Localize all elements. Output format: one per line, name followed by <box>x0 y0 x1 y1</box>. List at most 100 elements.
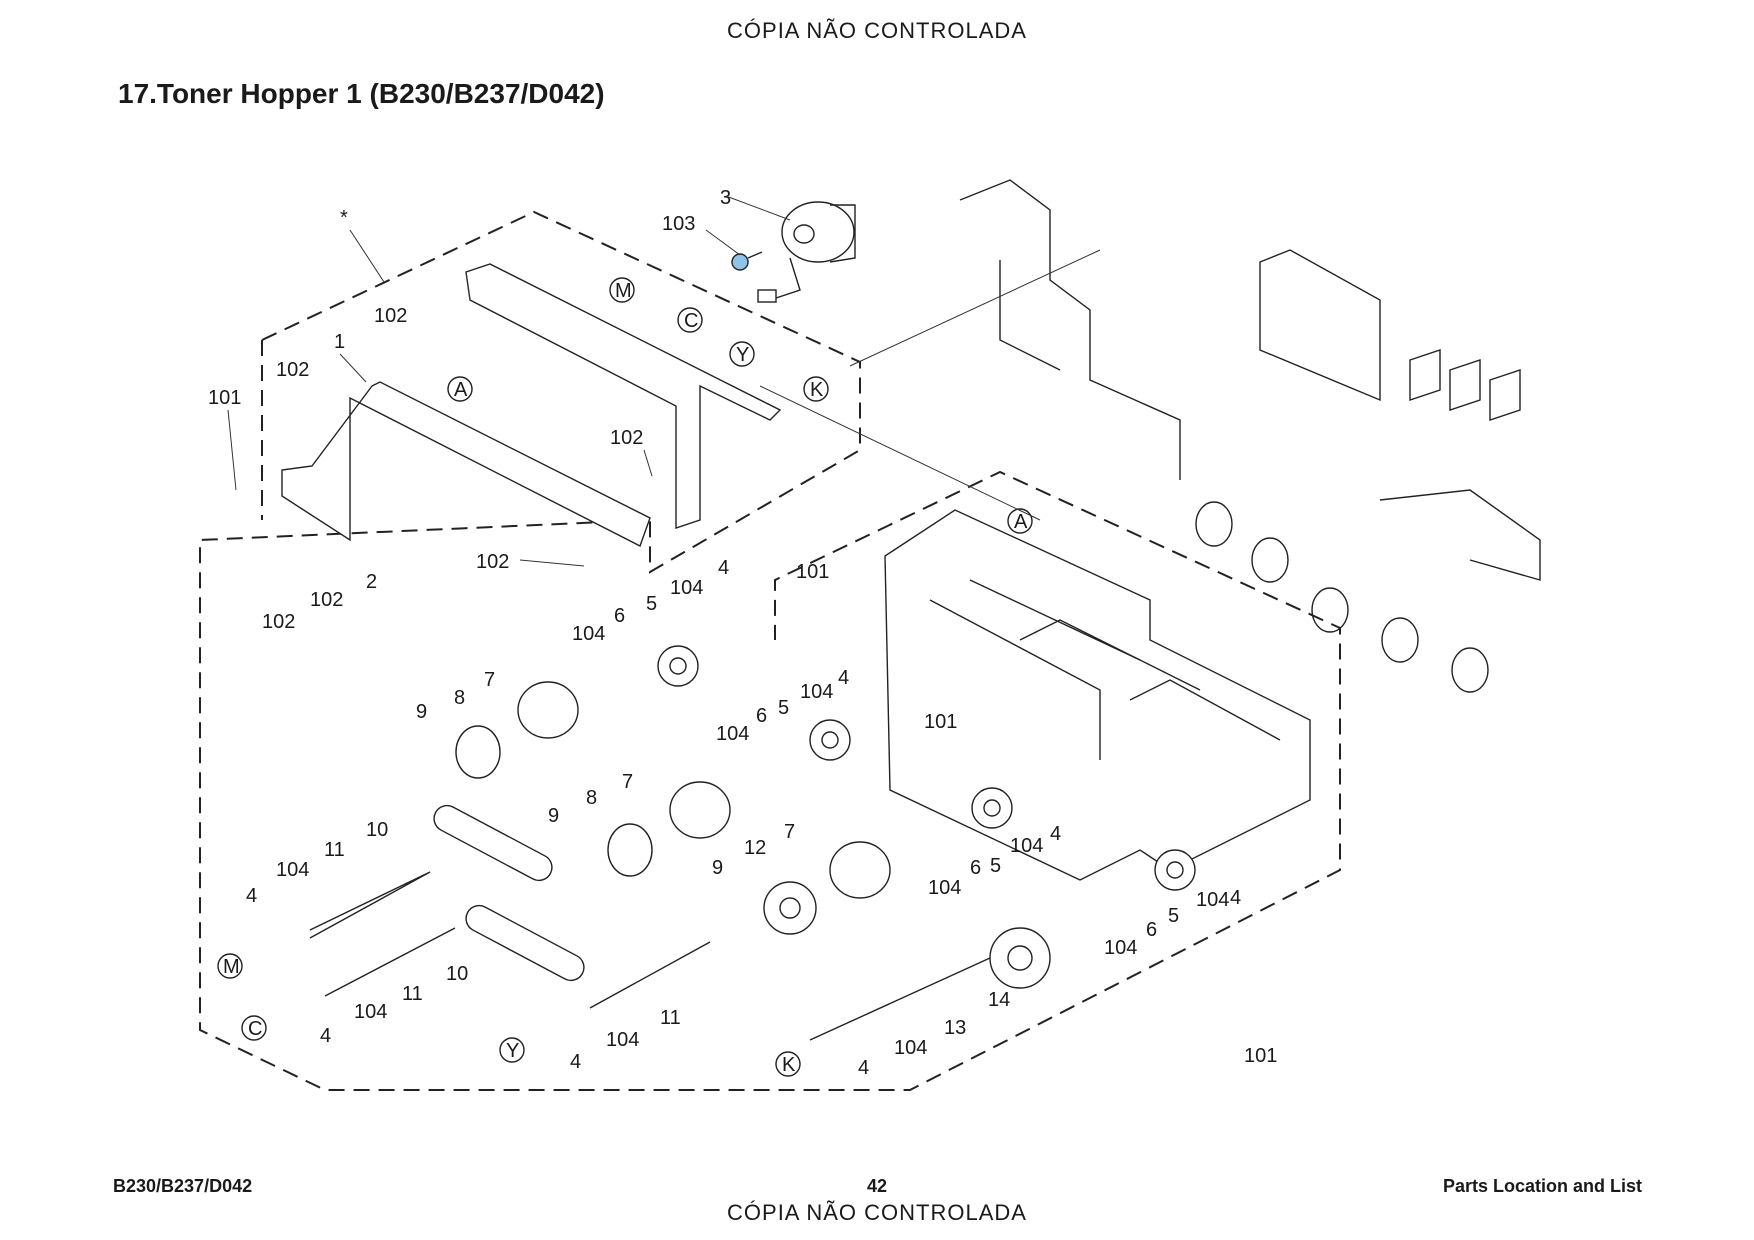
circled-letter-Y-bottom: Y <box>499 1037 525 1063</box>
svg-text:4: 4 <box>570 1051 581 1073</box>
svg-text:101: 101 <box>924 711 957 733</box>
svg-text:2: 2 <box>366 571 377 593</box>
svg-text:101: 101 <box>208 387 241 409</box>
assembly-boundary-left <box>199 210 1341 1091</box>
svg-text:11: 11 <box>324 839 345 861</box>
circled-letter-M-top: M <box>609 277 635 303</box>
svg-text:10: 10 <box>366 819 388 841</box>
callout-labels: * 3 103 102 1 102 101 102 102 2 102 102 … <box>208 187 1277 1079</box>
svg-text:4: 4 <box>246 885 257 907</box>
svg-text:3: 3 <box>720 187 731 209</box>
svg-text:6: 6 <box>1146 919 1157 941</box>
page-number: 42 <box>866 1176 888 1196</box>
svg-text:4: 4 <box>1050 823 1061 845</box>
svg-text:5: 5 <box>1168 905 1179 927</box>
circled-letter-K-top: K <box>803 376 829 402</box>
svg-text:4: 4 <box>838 667 849 689</box>
svg-text:101: 101 <box>1244 1045 1277 1067</box>
svg-text:7: 7 <box>622 771 633 793</box>
svg-text:104: 104 <box>1104 937 1137 959</box>
watermark-top: CÓPIA NÃO CONTROLADA <box>727 18 1027 43</box>
svg-text:7: 7 <box>784 821 795 843</box>
svg-text:C: C <box>248 1018 262 1040</box>
svg-text:101: 101 <box>796 561 829 583</box>
svg-text:104: 104 <box>572 623 605 645</box>
svg-text:104: 104 <box>1010 835 1043 857</box>
svg-text:*: * <box>340 207 348 229</box>
svg-text:103: 103 <box>662 213 695 235</box>
circled-letter-Y-top: Y <box>729 341 755 367</box>
svg-text:7: 7 <box>484 669 495 691</box>
circled-letter-A-left: A <box>447 376 473 402</box>
svg-text:104: 104 <box>354 1001 387 1023</box>
svg-text:102: 102 <box>476 551 509 573</box>
clutches <box>455 681 891 899</box>
circled-letter-C-top: C <box>677 307 703 333</box>
svg-text:14: 14 <box>988 989 1010 1011</box>
belt-10-lower <box>465 904 585 982</box>
svg-text:4: 4 <box>1230 887 1241 909</box>
hopper-body <box>884 509 1311 881</box>
svg-text:104: 104 <box>670 577 703 599</box>
svg-text:102: 102 <box>262 611 295 633</box>
svg-text:A: A <box>1014 511 1028 533</box>
svg-text:M: M <box>223 956 240 978</box>
svg-text:5: 5 <box>646 593 657 615</box>
svg-text:C: C <box>684 310 698 332</box>
svg-text:6: 6 <box>756 705 767 727</box>
svg-text:M: M <box>615 280 632 302</box>
svg-text:104: 104 <box>276 859 309 881</box>
svg-text:11: 11 <box>660 1007 681 1029</box>
svg-text:5: 5 <box>990 855 1001 877</box>
svg-text:A: A <box>454 379 468 401</box>
svg-text:104: 104 <box>928 877 961 899</box>
svg-text:Y: Y <box>736 344 749 366</box>
screw-103 <box>731 251 763 271</box>
shafts <box>309 871 991 1041</box>
svg-text:5: 5 <box>778 697 789 719</box>
page-title: 17.Toner Hopper 1 (B230/B237/D042) <box>118 78 605 109</box>
gears <box>657 645 1196 989</box>
svg-text:102: 102 <box>610 427 643 449</box>
svg-text:6: 6 <box>970 857 981 879</box>
machine-frame <box>959 179 1541 693</box>
svg-text:13: 13 <box>944 1017 966 1039</box>
circled-letter-labels: M C Y K A A M C Y K <box>217 277 1033 1077</box>
svg-text:1: 1 <box>334 331 345 353</box>
svg-text:8: 8 <box>586 787 597 809</box>
circled-letter-A-right: A <box>1007 508 1033 534</box>
svg-text:12: 12 <box>744 837 766 859</box>
circled-letter-M-bottom: M <box>217 953 243 979</box>
svg-text:9: 9 <box>548 805 559 827</box>
svg-text:8: 8 <box>454 687 465 709</box>
svg-text:4: 4 <box>718 557 729 579</box>
svg-text:10: 10 <box>446 963 468 985</box>
svg-text:104: 104 <box>606 1029 639 1051</box>
svg-text:104: 104 <box>894 1037 927 1059</box>
leader-lines <box>227 195 1101 567</box>
svg-text:9: 9 <box>416 701 427 723</box>
upper-bracket <box>465 263 782 529</box>
motor-part-3 <box>757 201 856 303</box>
svg-text:104: 104 <box>1196 889 1229 911</box>
svg-text:6: 6 <box>614 605 625 627</box>
svg-text:K: K <box>810 379 824 401</box>
svg-text:4: 4 <box>858 1057 869 1079</box>
footer-section-title: Parts Location and List <box>1442 1176 1642 1196</box>
svg-text:4: 4 <box>320 1025 331 1047</box>
watermark-bottom: CÓPIA NÃO CONTROLADA <box>727 1200 1027 1225</box>
circled-letter-K-bottom: K <box>775 1051 801 1077</box>
svg-text:104: 104 <box>716 723 749 745</box>
svg-text:9: 9 <box>712 857 723 879</box>
svg-text:102: 102 <box>374 305 407 327</box>
lower-plate <box>281 381 651 547</box>
svg-text:11: 11 <box>402 983 423 1005</box>
circled-letter-C-bottom: C <box>241 1015 267 1041</box>
svg-text:102: 102 <box>276 359 309 381</box>
svg-text:102: 102 <box>310 589 343 611</box>
belt-10-upper <box>433 804 553 882</box>
svg-text:Y: Y <box>506 1040 519 1062</box>
svg-text:104: 104 <box>800 681 833 703</box>
svg-text:K: K <box>782 1054 796 1076</box>
